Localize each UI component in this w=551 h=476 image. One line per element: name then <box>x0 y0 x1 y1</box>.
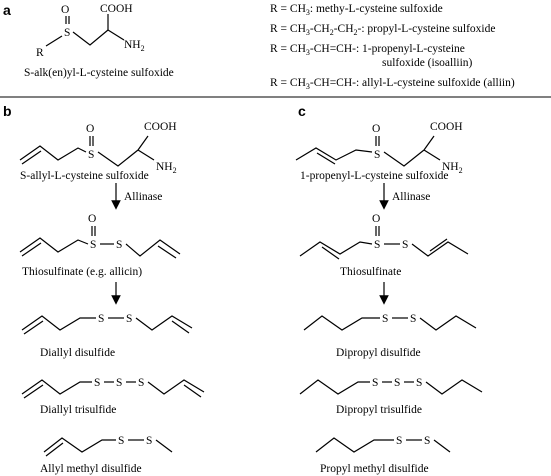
generic-caption: S-alk(en)yl-L-cysteine sulfoxide <box>24 67 174 79</box>
c-substrate-label: 1-propenyl-L-cysteine sulfoxide <box>300 170 449 182</box>
atom-cooh: COOH <box>100 3 133 15</box>
svg-text:COOH: COOH <box>144 121 177 133</box>
svg-text:S: S <box>372 377 378 389</box>
svg-text:O: O <box>372 123 380 135</box>
svg-text:COOH: COOH <box>430 121 463 133</box>
diallyl-disulfide-structure: S S <box>21 313 193 335</box>
svg-text:S: S <box>410 313 416 325</box>
generic-sulfoxide-structure: R S O COOH NH2 <box>36 3 145 59</box>
r-def-4: R = CH3-CH=CH-: allyl-L-cysteine sulfoxi… <box>270 77 515 91</box>
atom-s: S <box>64 27 70 39</box>
atom-o: O <box>61 4 69 16</box>
svg-text:O: O <box>372 213 380 225</box>
panel-label-a: a <box>3 2 11 18</box>
svg-text:S: S <box>94 377 100 389</box>
b-thiosulfinate-structure: S O S <box>19 213 181 259</box>
panel-label-b: b <box>3 103 12 119</box>
dipropyl-disulfide-structure: S S <box>303 313 477 331</box>
b-substrate-label: S-allyl-L-cysteine sulfoxide <box>20 170 149 182</box>
dipropyl-trisulfide-structure: S S S <box>299 377 483 395</box>
svg-text:S: S <box>90 239 96 251</box>
c-product-2-label: Dipropyl trisulfide <box>336 404 422 416</box>
c-intermediate-label: Thiosulfinate <box>340 266 401 278</box>
b-product-2-label: Diallyl trisulfide <box>40 404 116 416</box>
svg-text:S: S <box>138 377 144 389</box>
svg-text:S: S <box>416 377 422 389</box>
svg-text:S: S <box>382 313 388 325</box>
svg-text:S: S <box>396 435 402 447</box>
diallyl-trisulfide-structure: S S S <box>21 377 205 399</box>
panel-label-c: c <box>298 103 306 119</box>
svg-text:S: S <box>88 149 94 161</box>
svg-text:O: O <box>88 213 96 225</box>
svg-text:S: S <box>374 239 380 251</box>
1-propenyl-cysteine-sulfoxide-structure: S O COOH NH2 <box>295 121 463 175</box>
svg-text:S: S <box>126 313 132 325</box>
c-thiosulfinate-structure: S O S <box>299 213 469 260</box>
r-def-3b: sulfoxide (isoalliin) <box>382 57 473 69</box>
b-enzyme-label: Allinase <box>124 191 162 203</box>
b-product-1-label: Diallyl disulfide <box>40 347 115 359</box>
c-product-1-label: Dipropyl disulfide <box>336 347 421 359</box>
c-product-3-label: Propyl methyl disulfide <box>320 463 429 475</box>
svg-text:S: S <box>116 377 122 389</box>
svg-text:S: S <box>394 377 400 389</box>
svg-text:S: S <box>374 149 380 161</box>
propyl-methyl-disulfide-structure: S S <box>315 435 451 453</box>
svg-text:O: O <box>86 123 94 135</box>
svg-text:NH2: NH2 <box>442 161 463 175</box>
svg-text:S: S <box>146 435 152 447</box>
c-enzyme-label: Allinase <box>392 191 430 203</box>
r-def-3: R = CH3-CH=CH-: 1-propenyl-L-cysteine <box>270 43 465 57</box>
svg-text:S: S <box>402 239 408 251</box>
b-product-3-label: Allyl methyl disulfide <box>40 463 142 475</box>
s-allyl-cysteine-sulfoxide-structure: S O COOH NH2 <box>19 121 177 175</box>
svg-text:S: S <box>118 435 124 447</box>
r-def-2: R = CH3-CH2-CH2-: propyl-L-cysteine sulf… <box>270 23 495 37</box>
atom-r: R <box>36 47 44 59</box>
svg-text:NH2: NH2 <box>156 161 177 175</box>
r-def-1: R = CH3: methy-L-cysteine sulfoxide <box>270 3 443 17</box>
svg-text:S: S <box>424 435 430 447</box>
svg-text:S: S <box>98 313 104 325</box>
b-intermediate-label: Thiosulfinate (e.g. allicin) <box>22 266 142 278</box>
allyl-methyl-disulfide-structure: S S <box>43 435 173 457</box>
svg-text:S: S <box>116 239 122 251</box>
atom-nh2: NH2 <box>124 39 145 53</box>
